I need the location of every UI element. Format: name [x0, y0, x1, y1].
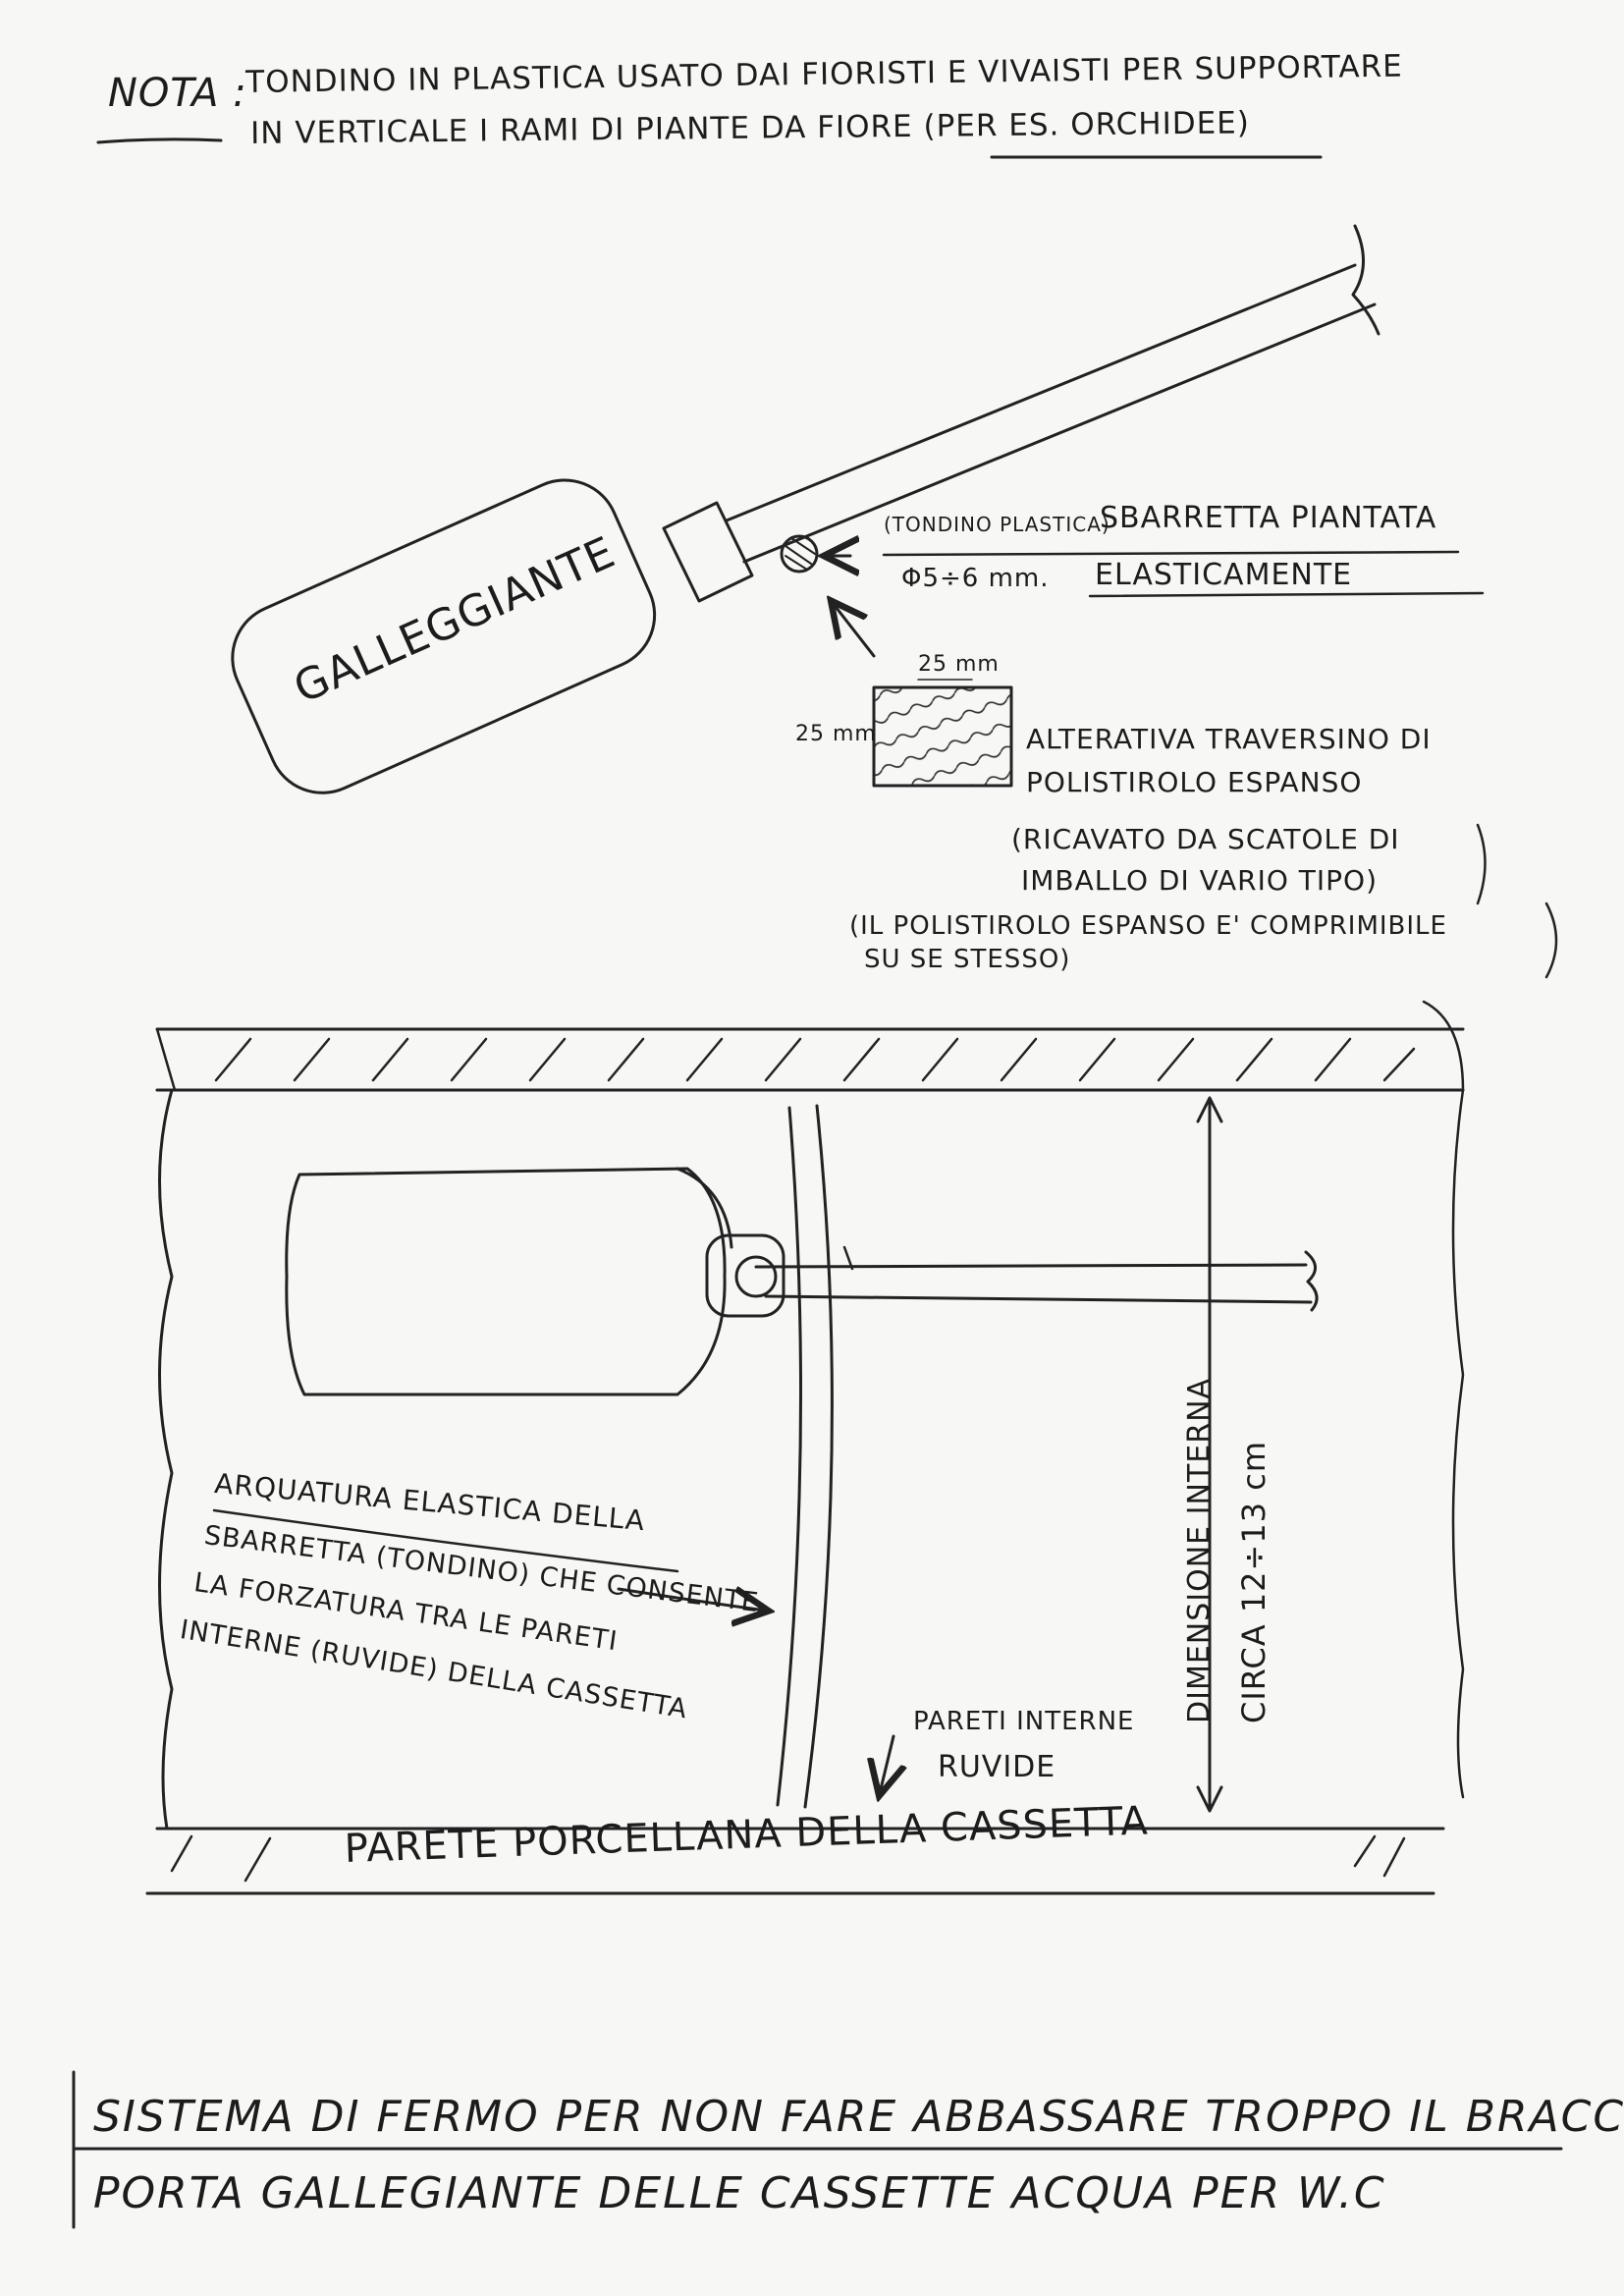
bottom-wall-hatching: [170, 1834, 1406, 1883]
alt-line-2: POLISTIROLO ESPANSO: [1026, 766, 1363, 798]
box-float-arm-top: [754, 1263, 1308, 1269]
float-arm-bottom: [742, 302, 1377, 564]
top-wall: [155, 1027, 1465, 1092]
title-line-1: SISTEMA DI FERMO PER NON FARE ABBASSARE …: [93, 2092, 1624, 2142]
rod-section: [780, 534, 819, 574]
bottom-wall: [145, 1827, 1445, 1895]
paren-note-2-line-1: (IL POLISTIROLO ESPANSO E' COMPRIMIBILE: [849, 911, 1447, 941]
left-cut-edge: [158, 1088, 174, 1831]
walls-arrow: [880, 1734, 893, 1793]
rod-caption-small: (TONDINO PLASTICA): [884, 513, 1110, 536]
inner-walls-line-1: PARETI INTERNE: [913, 1707, 1135, 1736]
alt-line-1: ALTERATIVA TRAVERSINO DI: [1026, 723, 1432, 755]
box-float-nut: [705, 1233, 785, 1318]
nota-underline: [96, 137, 223, 144]
arch-arrow: [617, 1589, 766, 1611]
float-body: [231, 478, 657, 794]
top-wall-hatching: [214, 1037, 1416, 1082]
title-frame: [72, 2070, 1563, 2229]
box-float-arm-end: [1304, 1250, 1319, 1312]
title-line-2: PORTA GALLEGIANTE DELLE CASSETTE ACQUA P…: [93, 2168, 1386, 2218]
rod-caption-main: SBARRETTA PIANTATA: [1100, 501, 1437, 535]
float-nut: [662, 501, 754, 603]
paren-note-2-line-2: SU SE STESSO): [864, 945, 1071, 974]
arched-rod-left: [776, 1106, 803, 1807]
rod-caption-2: ELASTICAMENTE: [1095, 558, 1353, 592]
paren-note-1-line-1: (RICAVATO DA SCATOLE DI: [1011, 823, 1400, 855]
inner-walls-line-2: RUVIDE: [938, 1750, 1056, 1784]
float-arm-top: [725, 263, 1357, 522]
foam-block: [872, 685, 1013, 788]
box-float-body: [285, 1167, 727, 1396]
note-prefix: NOTA :: [108, 71, 247, 116]
box-float-arm-bottom: [764, 1294, 1313, 1304]
dimension-label-2: CIRCA 12÷13 cm: [1235, 1440, 1272, 1723]
rod-diameter: Φ5÷6 mm.: [901, 564, 1050, 593]
paren-note-1-line-2: IMBALLO DI VARIO TIPO): [1021, 864, 1379, 897]
block-height: 25 mm: [795, 722, 877, 746]
dimension-label-1: DIMENSIONE INTERNA: [1182, 1377, 1217, 1723]
block-arrow: [833, 603, 876, 658]
block-width: 25 mm: [918, 652, 1000, 677]
arched-rod-right: [803, 1104, 834, 1809]
float-arm-end: [1351, 224, 1380, 336]
